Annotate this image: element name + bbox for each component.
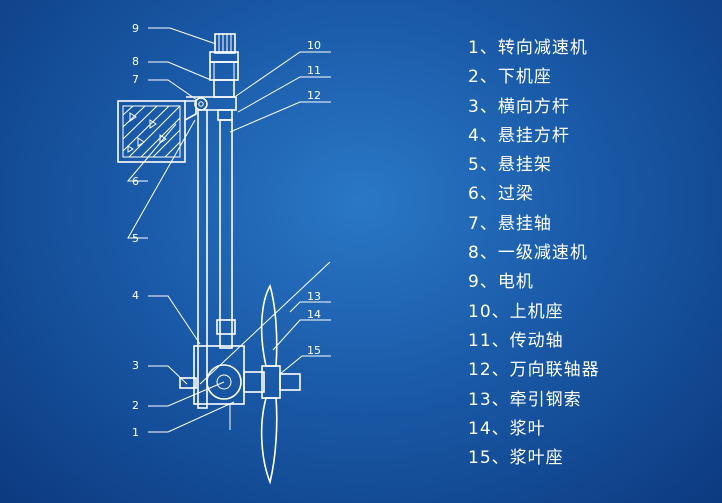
callout-14: 14 xyxy=(307,308,321,321)
legend-item: 9、电机 xyxy=(468,272,534,293)
callout-10: 10 xyxy=(307,39,321,52)
drive-shaft xyxy=(216,119,236,349)
blades xyxy=(260,283,278,485)
legend-item: 4、悬挂方杆 xyxy=(468,125,570,146)
traction-cable xyxy=(199,261,331,385)
legend-item: 13、牵引钢索 xyxy=(468,389,582,410)
legend-item: 12、万向联轴器 xyxy=(468,360,600,381)
legend-item: 15、浆叶座 xyxy=(468,448,564,469)
callout-9: 9 xyxy=(132,22,139,35)
leader-lines xyxy=(126,27,331,433)
legend-item: 3、横向方杆 xyxy=(468,96,570,117)
callout-7: 7 xyxy=(132,73,139,86)
callout-5: 5 xyxy=(132,232,139,245)
legend-item: 8、一级减速机 xyxy=(468,243,588,264)
motor xyxy=(209,33,239,63)
beam xyxy=(117,100,186,163)
callout-8: 8 xyxy=(132,55,139,68)
callout-15: 15 xyxy=(307,344,321,357)
legend-item: 2、下机座 xyxy=(468,67,552,88)
legend-item: 6、过梁 xyxy=(468,184,534,205)
parts-legend: 1、转向减速机 2、下机座 3、横向方杆 4、悬挂方杆 5、悬挂架 6、过梁 7… xyxy=(468,34,600,473)
callout-3: 3 xyxy=(132,359,139,372)
callout-12: 12 xyxy=(307,89,321,102)
suspension-bar xyxy=(197,109,208,409)
legend-item: 10、上机座 xyxy=(468,301,564,322)
reducer xyxy=(209,61,239,121)
legend-item: 5、悬挂架 xyxy=(468,155,552,176)
callout-13: 13 xyxy=(307,290,321,303)
lower-base xyxy=(179,345,245,430)
legend-item: 14、浆叶 xyxy=(468,418,546,439)
callout-4: 4 xyxy=(132,289,139,302)
callout-2: 2 xyxy=(132,399,139,412)
callout-11: 11 xyxy=(307,64,321,77)
blade-hub xyxy=(243,365,301,399)
legend-item: 1、转向减速机 xyxy=(468,38,588,58)
callout-1: 1 xyxy=(132,426,139,439)
legend-item: 11、传动轴 xyxy=(468,330,564,351)
suspension-bracket xyxy=(184,96,237,121)
callout-6: 6 xyxy=(132,175,139,188)
legend-item: 7、悬挂轴 xyxy=(468,213,552,234)
